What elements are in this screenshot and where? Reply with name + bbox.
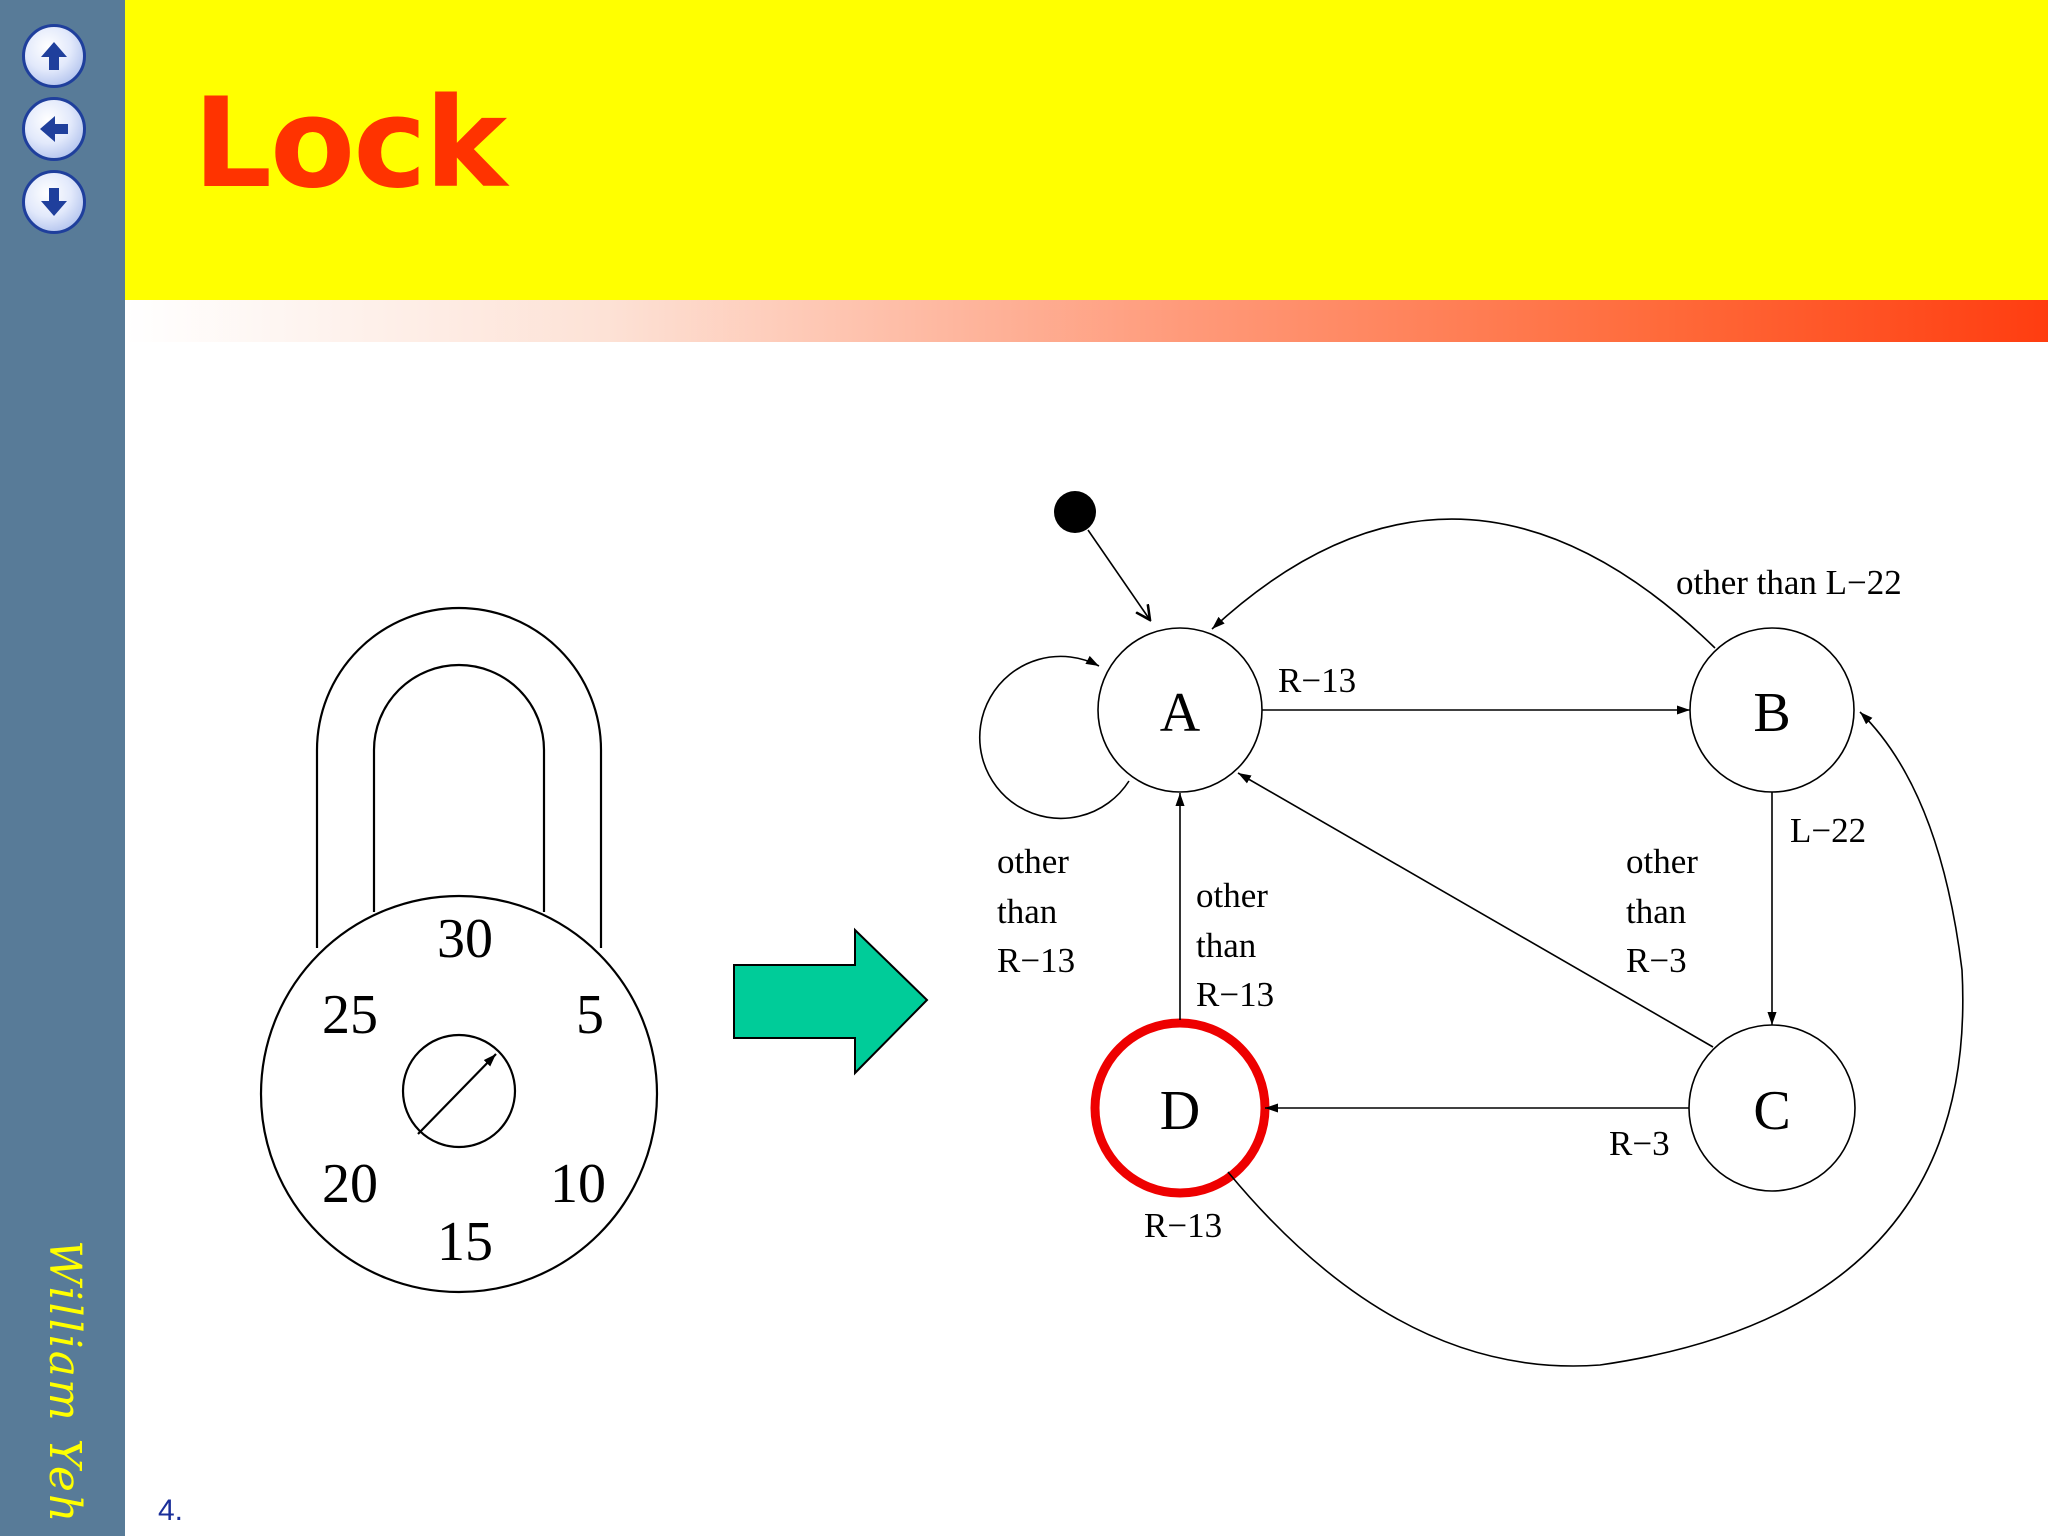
transition-labels: other than R−13 R−13 other than L−22 L−2… (997, 563, 1902, 1245)
state-c-label: C (1753, 1080, 1790, 1142)
label-a-b: R−13 (1278, 661, 1356, 700)
state-d-label: D (1160, 1080, 1200, 1142)
nav-back-button[interactable] (22, 97, 86, 161)
state-b-label: B (1753, 682, 1790, 744)
padlock-shackle-inner (372, 663, 546, 912)
label-d-b: R−13 (1144, 1206, 1222, 1245)
page-number: 4. (158, 1494, 184, 1527)
padlock-shackle-outer (315, 606, 603, 948)
transition-d-b (1227, 711, 1964, 1367)
label-d-a-line1: other (1196, 876, 1268, 915)
dial-number: 5 (576, 984, 604, 1046)
dial-number: 15 (437, 1211, 493, 1273)
padlock (259, 606, 659, 1294)
dial-number: 20 (322, 1153, 378, 1215)
label-c-a-line3: R−3 (1626, 941, 1687, 980)
initial-arrow (1087, 529, 1150, 620)
label-d-a-line2: than (1196, 926, 1256, 965)
label-d-a-line3: R−13 (1196, 975, 1274, 1014)
state-machine (978, 491, 1964, 1367)
arrow-up-icon (41, 42, 67, 70)
label-b-c: L−22 (1790, 811, 1866, 850)
sidebar: William Yeh (0, 0, 125, 1536)
dial-number: 30 (437, 908, 493, 970)
initial-state-dot (1054, 491, 1096, 533)
label-a-a-line3: R−13 (997, 941, 1075, 980)
label-c-a-line1: other (1626, 842, 1698, 881)
label-a-a-line2: than (997, 892, 1057, 931)
arrow-left-icon (40, 116, 68, 142)
conversion-arrow (733, 927, 929, 1076)
slide-title: Lock (193, 72, 507, 216)
state-a-label: A (1160, 682, 1201, 744)
transition-b-a (1211, 518, 1716, 649)
self-loop-a (978, 655, 1130, 820)
state-labels: A B C D (1160, 682, 1791, 1142)
arrow-down-icon (41, 188, 67, 216)
title-bar (125, 0, 2048, 300)
label-c-a-line2: than (1626, 892, 1686, 931)
label-a-a-line1: other (997, 842, 1069, 881)
title-gradient-stripe (125, 300, 2048, 342)
nav-up-button[interactable] (22, 24, 86, 88)
label-c-d: R−3 (1609, 1124, 1670, 1163)
dial-number: 10 (550, 1153, 606, 1215)
dial-pointer (417, 1053, 497, 1135)
padlock-dial-numbers: 30 5 10 15 20 25 (322, 908, 606, 1273)
dial-number: 25 (322, 984, 378, 1046)
label-b-a: other than L−22 (1676, 563, 1902, 602)
nav-down-button[interactable] (22, 170, 86, 234)
transition-c-a (1237, 772, 1714, 1048)
